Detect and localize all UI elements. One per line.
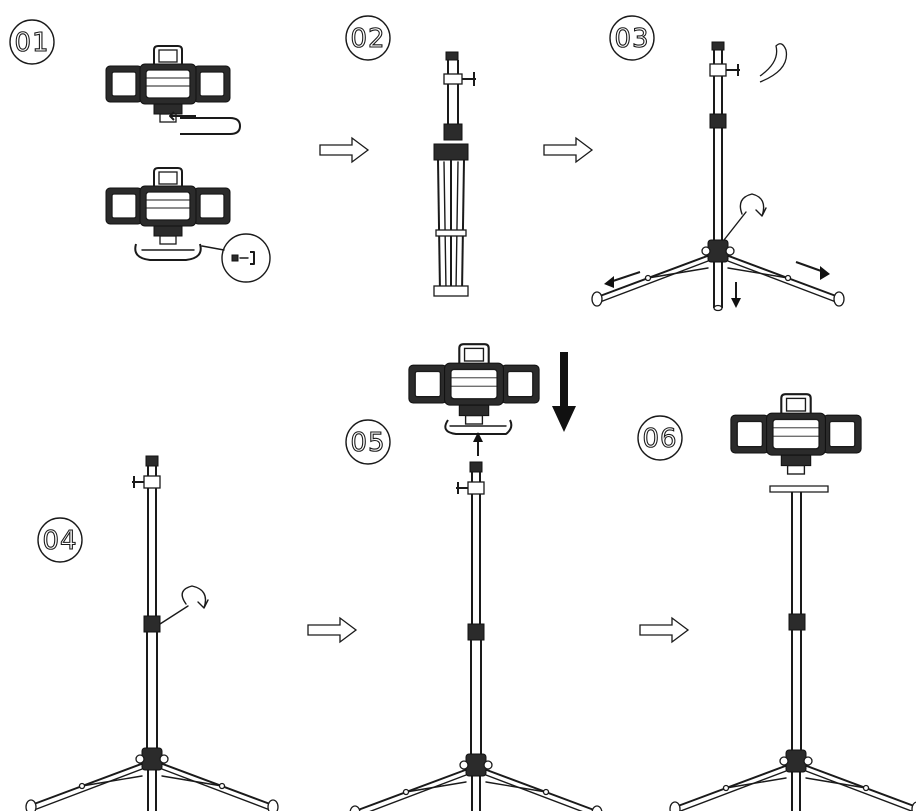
rotate-clockwise-icon bbox=[159, 585, 209, 625]
hollow-right-arrow-icon bbox=[307, 616, 358, 644]
step-number: 04 bbox=[42, 526, 77, 556]
rotate-clockwise-icon bbox=[723, 193, 767, 241]
step-number: 03 bbox=[614, 24, 649, 54]
step-06-illustration bbox=[669, 393, 916, 811]
hollow-right-arrow-icon bbox=[639, 616, 690, 644]
step-number: 05 bbox=[350, 428, 385, 458]
hollow-right-arrow-icon bbox=[543, 136, 594, 164]
detail-magnifier bbox=[201, 233, 271, 283]
step-05-illustration bbox=[349, 343, 603, 811]
step-badge-05: 05 bbox=[345, 419, 391, 465]
hollow-right-arrow-icon bbox=[319, 136, 370, 164]
step-number: 02 bbox=[350, 24, 385, 54]
solid-direction-arrow-icon bbox=[169, 111, 196, 121]
solid-direction-arrow-icon bbox=[795, 261, 830, 280]
step-badge-06: 06 bbox=[637, 415, 683, 461]
step-number: 06 bbox=[642, 424, 677, 454]
rotate-clockwise-icon bbox=[759, 43, 788, 83]
step-badge-01: 01 bbox=[9, 19, 55, 65]
step-02-illustration bbox=[433, 51, 476, 297]
step-badge-03: 03 bbox=[609, 15, 655, 61]
step-04-illustration bbox=[25, 455, 279, 811]
step-03-illustration bbox=[591, 41, 845, 312]
step-01-illustration bbox=[105, 45, 271, 283]
solid-direction-arrow-icon bbox=[731, 282, 741, 308]
step-badge-04: 04 bbox=[37, 517, 83, 563]
step-badge-02: 02 bbox=[345, 15, 391, 61]
solid-direction-arrow-icon bbox=[552, 352, 576, 432]
solid-direction-arrow-icon bbox=[473, 432, 483, 456]
step-number: 01 bbox=[14, 28, 49, 58]
solid-direction-arrow-icon bbox=[604, 271, 641, 288]
